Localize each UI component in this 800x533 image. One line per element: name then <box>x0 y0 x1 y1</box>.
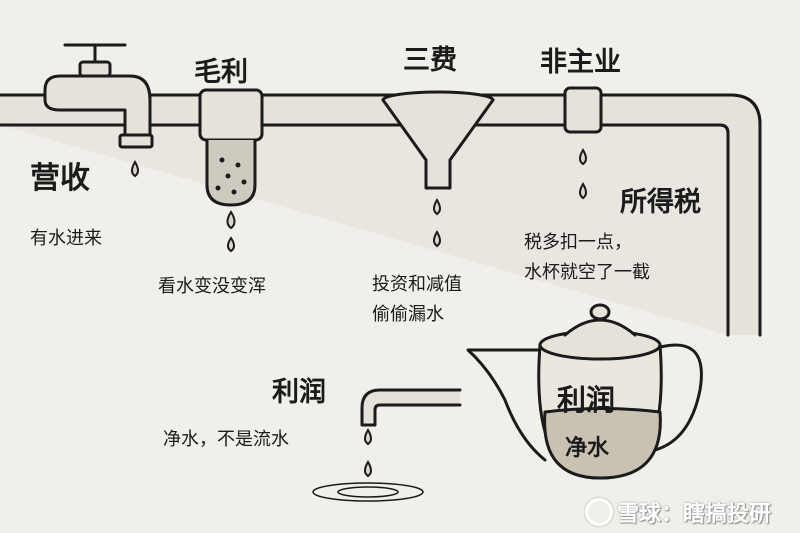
non-core-title: 非主业 <box>540 47 621 78</box>
funnel-icon <box>381 90 495 190</box>
profit-desc: 净水，不是流水 <box>163 429 289 450</box>
teapot-label: 净水 <box>565 436 610 461</box>
income-tax-title: 所得税 <box>620 187 701 218</box>
three-expenses-title: 三费 <box>403 45 457 76</box>
gross-margin-title: 毛利 <box>194 57 248 88</box>
profit-title: 利润 <box>272 377 326 408</box>
water-drops <box>131 148 587 478</box>
pipe-coupling <box>563 86 603 134</box>
faucet-icon <box>43 43 154 149</box>
income-tax-desc-2: 水杯就空了一截 <box>524 262 650 283</box>
teapot-icon <box>466 303 703 480</box>
outlet-pipe <box>360 388 462 427</box>
three-expenses-desc-2: 偷偷漏水 <box>372 304 444 325</box>
revenue-desc: 有水进来 <box>30 228 102 249</box>
water-ripple <box>312 482 424 502</box>
filter-icon <box>198 88 264 207</box>
watermark: 雪球：瞎搞投研 <box>585 496 771 528</box>
income-tax-desc-1: 税多扣一点， <box>524 232 632 253</box>
revenue-title: 营收 <box>30 161 90 196</box>
watermark-text: 雪球：瞎搞投研 <box>617 502 772 527</box>
teapot-title: 利润 <box>557 383 616 417</box>
gross-margin-desc: 看水变没变浑 <box>158 276 266 297</box>
three-expenses-desc-1: 投资和减值 <box>372 274 462 295</box>
snowball-logo-icon <box>585 498 613 526</box>
